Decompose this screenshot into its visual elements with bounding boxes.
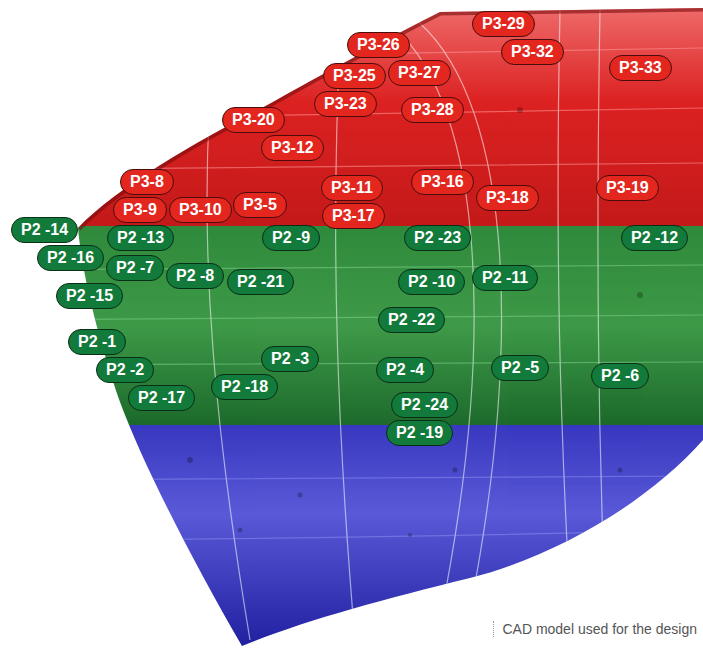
green-marker: P2 -3 xyxy=(261,346,319,372)
red-marker: P3-18 xyxy=(476,185,539,211)
green-marker: P2 -23 xyxy=(404,225,471,251)
marker-label: P2 -17 xyxy=(138,389,185,406)
green-marker: P2 -2 xyxy=(96,357,154,383)
marker-label: P3-16 xyxy=(421,173,464,190)
marker-label: P3-26 xyxy=(357,36,400,53)
red-marker: P3-27 xyxy=(388,60,451,86)
marker-label: P2 -22 xyxy=(388,311,435,328)
marker-label: P3-19 xyxy=(606,179,649,196)
marker-label: P2 -6 xyxy=(601,367,639,384)
red-marker: P3-28 xyxy=(401,97,464,123)
green-marker: P2 -10 xyxy=(398,269,465,295)
marker-label: P2 -4 xyxy=(386,361,424,378)
green-marker: P2 -15 xyxy=(56,283,123,309)
marker-label: P3-33 xyxy=(619,59,662,76)
marker-label: P3-28 xyxy=(411,101,454,118)
marker-label: P2 -13 xyxy=(117,229,164,246)
red-marker: P3-20 xyxy=(222,107,285,133)
marker-label: P2 -11 xyxy=(482,269,528,286)
green-marker: P2 -8 xyxy=(166,263,224,289)
red-marker: P3-32 xyxy=(501,39,564,65)
green-marker: P2 -7 xyxy=(106,255,164,281)
marker-label: P3-8 xyxy=(130,173,164,190)
marker-label: P3-12 xyxy=(271,139,314,156)
green-marker: P2 -11 xyxy=(472,265,538,291)
red-marker: P3-9 xyxy=(113,197,167,223)
red-marker: P3-29 xyxy=(472,11,535,37)
marker-label: P3-32 xyxy=(511,43,554,60)
marker-label: P3-25 xyxy=(333,67,376,84)
marker-label: P2 -2 xyxy=(106,361,144,378)
marker-label: P2 -19 xyxy=(396,424,443,441)
marker-label: P2 -3 xyxy=(271,350,309,367)
red-marker: P3-17 xyxy=(322,203,385,229)
marker-label: P3-29 xyxy=(482,15,525,32)
red-marker: P3-25 xyxy=(323,63,386,89)
caption-text: CAD model used for the design xyxy=(502,621,697,637)
marker-label: P2 -1 xyxy=(78,333,116,350)
marker-label: P2 -14 xyxy=(21,221,68,238)
green-marker: P2 -5 xyxy=(491,355,549,381)
green-marker: P2 -22 xyxy=(378,307,445,333)
green-marker: P2 -13 xyxy=(107,225,174,251)
marker-label: P3-17 xyxy=(332,207,375,224)
marker-label: P2 -21 xyxy=(237,273,284,290)
green-marker: P2 -12 xyxy=(621,225,688,251)
figure-caption: CAD model used for the design xyxy=(493,621,697,637)
marker-label: P3-5 xyxy=(243,196,277,213)
red-marker: P3-16 xyxy=(411,169,474,195)
red-marker: P3-10 xyxy=(169,197,232,223)
green-marker: P2 -24 xyxy=(391,392,458,418)
marker-label: P2 -15 xyxy=(66,287,113,304)
marker-label: P3-10 xyxy=(179,201,222,218)
green-marker: P2 -17 xyxy=(128,385,195,411)
green-marker: P2 -16 xyxy=(37,245,104,271)
marker-label: P2 -16 xyxy=(47,249,94,266)
marker-label: P2 -8 xyxy=(176,267,214,284)
marker-label: P2 -12 xyxy=(631,229,678,246)
red-marker: P3-26 xyxy=(347,32,410,58)
marker-label: P2 -9 xyxy=(272,229,310,246)
red-marker: P3-11 xyxy=(321,175,383,201)
green-marker: P2 -1 xyxy=(68,329,126,355)
red-marker: P3-19 xyxy=(596,175,659,201)
marker-label: P3-18 xyxy=(486,189,529,206)
red-marker: P3-33 xyxy=(609,55,672,81)
marker-label: P2 -7 xyxy=(116,259,154,276)
marker-label: P2 -23 xyxy=(414,229,461,246)
marker-label: P2 -24 xyxy=(401,396,448,413)
red-marker: P3-8 xyxy=(120,169,174,195)
green-marker: P2 -14 xyxy=(11,217,78,243)
green-marker: P2 -4 xyxy=(376,357,434,383)
marker-label: P3-27 xyxy=(398,64,441,81)
marker-label: P3-20 xyxy=(232,111,275,128)
green-marker: P2 -9 xyxy=(262,225,320,251)
marker-label: P3-11 xyxy=(331,179,373,196)
green-marker: P2 -6 xyxy=(591,363,649,389)
marker-label: P3-9 xyxy=(123,201,157,218)
red-marker: P3-5 xyxy=(233,192,287,218)
marker-label: P2 -5 xyxy=(501,359,539,376)
marker-label: P3-23 xyxy=(324,95,367,112)
green-marker: P2 -21 xyxy=(227,269,294,295)
green-marker: P2 -18 xyxy=(211,374,278,400)
green-marker: P2 -19 xyxy=(386,420,453,446)
red-marker: P3-12 xyxy=(261,135,324,161)
red-marker: P3-23 xyxy=(314,91,377,117)
marker-label: P2 -18 xyxy=(221,378,268,395)
marker-label: P2 -10 xyxy=(408,273,455,290)
